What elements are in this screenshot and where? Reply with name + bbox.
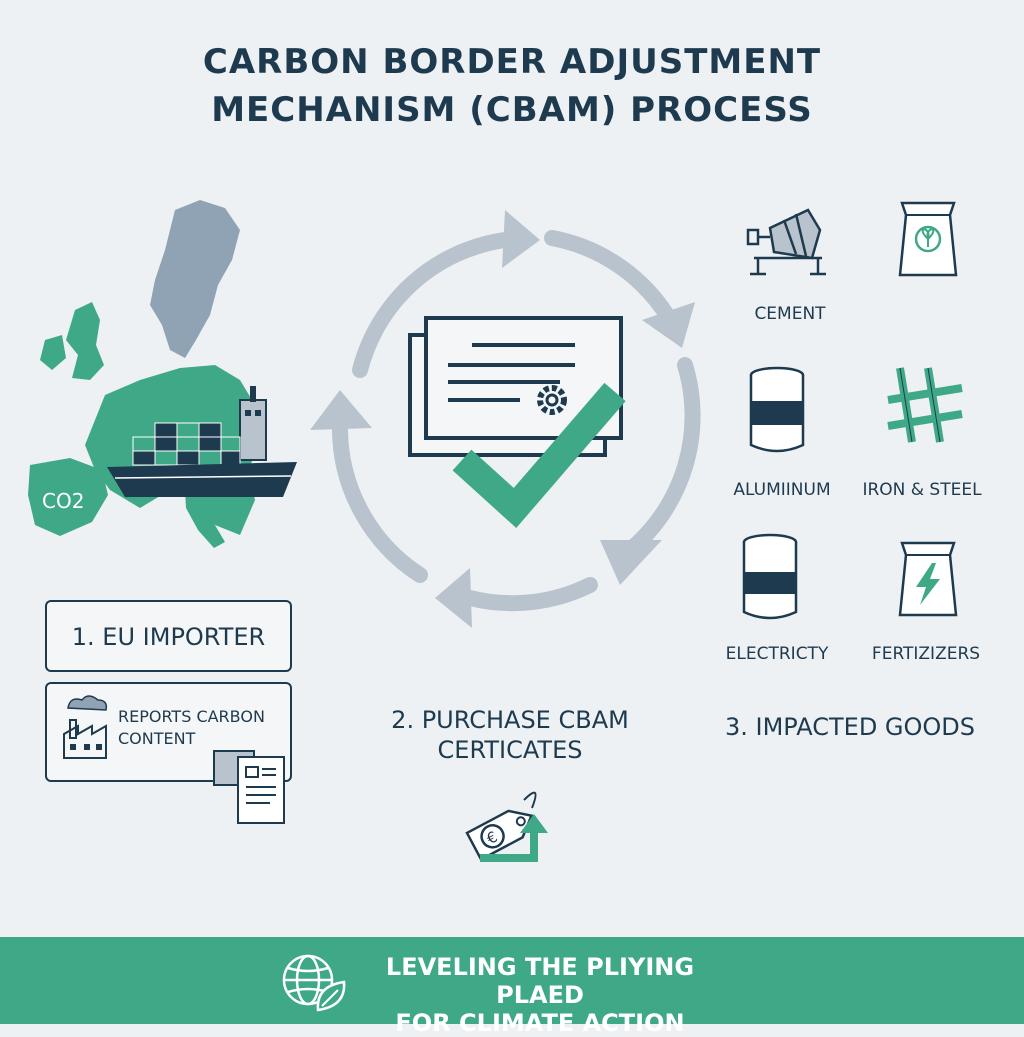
impacted-goods-label: 3. IMPACTED GOODS bbox=[724, 713, 976, 741]
cycle-arc-left bbox=[331, 417, 428, 583]
purchase-certificates-label: 2. PURCHASE CBAM CERTICATES bbox=[355, 705, 665, 765]
scandinavia-shape bbox=[150, 200, 240, 358]
arrowhead-4 bbox=[435, 568, 472, 628]
footer-line-2: FOR CLIMATE ACTION bbox=[395, 1009, 685, 1037]
energy-sack-icon bbox=[898, 541, 958, 617]
good-label-cement: CEMENT bbox=[754, 304, 826, 324]
good-label-fertilizers: FERTIZIZERS bbox=[871, 644, 981, 664]
iberia-shape bbox=[28, 458, 108, 536]
uk-shape bbox=[66, 302, 104, 380]
purchase-line-1: 2. PURCHASE CBAM bbox=[391, 706, 629, 734]
fertilizer-sack-icon bbox=[898, 201, 958, 277]
electricity-can-icon bbox=[742, 533, 798, 620]
eu-importer-label: 1. EU IMPORTER bbox=[71, 623, 266, 651]
footer-banner bbox=[0, 937, 1024, 1024]
ireland-shape bbox=[40, 335, 66, 370]
footer-tagline: LEVELING THE PLIYING PLAED FOR CLIMATE A… bbox=[340, 953, 740, 1037]
cycle-arc-top bbox=[352, 232, 513, 378]
arrowhead-5 bbox=[310, 390, 372, 430]
arrowhead-2 bbox=[642, 302, 695, 348]
aluminium-can-icon bbox=[749, 366, 805, 453]
report-document-icon bbox=[213, 750, 285, 824]
arrowhead-3 bbox=[600, 540, 662, 585]
eu-importer-box bbox=[45, 600, 292, 672]
title-line-2: MECHANISM (CBAM) PROCESS bbox=[211, 90, 813, 130]
container-ship-icon bbox=[107, 386, 297, 497]
reports-carbon-line-1: REPORTS CARBON bbox=[118, 707, 265, 726]
globe-leaf-icon bbox=[282, 954, 346, 1012]
good-label-iron-steel: IRON & STEEL bbox=[862, 480, 982, 500]
cycle-arc-right-top bbox=[544, 230, 678, 328]
title-line-1: CARBON BORDER ADJUSTMENT bbox=[202, 42, 822, 82]
euro-price-tag-icon: € bbox=[465, 791, 548, 862]
purchase-line-2: CERTICATES bbox=[437, 736, 583, 764]
good-label-electricity: ELECTRICTY bbox=[725, 644, 829, 664]
cycle-arc-bottom bbox=[462, 577, 598, 612]
steel-rebar-icon bbox=[887, 367, 963, 443]
certificate-check-icon bbox=[408, 316, 626, 529]
footer-line-1: LEVELING THE PLIYING PLAED bbox=[385, 953, 695, 1009]
italy-shape bbox=[185, 490, 225, 548]
co2-label: CO2 bbox=[42, 489, 84, 513]
factory-icon bbox=[63, 695, 108, 759]
reports-carbon-text: REPORTS CARBON CONTENT bbox=[118, 706, 278, 750]
good-label-aluminium: ALUMIINUM bbox=[733, 480, 831, 500]
page-title: CARBON BORDER ADJUSTMENT MECHANISM (CBAM… bbox=[0, 38, 1024, 134]
cycle-arc-right bbox=[622, 357, 701, 558]
cement-mixer-icon bbox=[746, 208, 826, 276]
cycle-arrows bbox=[310, 210, 701, 628]
arrowhead-1 bbox=[502, 210, 540, 268]
reports-carbon-line-2: CONTENT bbox=[118, 729, 196, 748]
